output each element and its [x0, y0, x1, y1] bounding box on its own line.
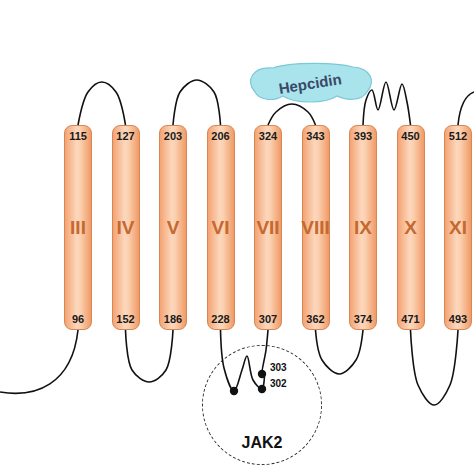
kinase-region: JAK2: [202, 345, 322, 465]
loop-connector: [126, 330, 174, 382]
helix-number: X: [404, 217, 417, 239]
helix-number: IV: [117, 217, 135, 239]
residue-number: 303: [270, 362, 287, 373]
transmembrane-helix: 203V 186: [159, 125, 187, 330]
residue-dot: [230, 387, 238, 395]
residue-number: 307: [259, 313, 277, 325]
residue-number: 512: [449, 130, 467, 142]
loop-connector: [221, 330, 269, 391]
loop-connector: [411, 330, 459, 405]
transmembrane-helix: 393IX 374: [349, 125, 377, 330]
residue-number: 362: [306, 313, 324, 325]
residue-number: 302: [270, 378, 287, 389]
residue-number: 228: [211, 313, 229, 325]
helix-number: V: [167, 217, 180, 239]
residue-number: 450: [401, 130, 419, 142]
kinase-label: JAK2: [203, 434, 321, 452]
transmembrane-helix: 127IV 152: [112, 125, 140, 330]
residue-number: 96: [72, 313, 84, 325]
residue-number: 127: [116, 130, 134, 142]
transmembrane-helix: 343VIII 362: [302, 125, 330, 330]
residue-number: 206: [211, 130, 229, 142]
transmembrane-helix: 450X 471: [397, 125, 425, 330]
residue-number: 374: [354, 313, 372, 325]
residue-dot: [258, 385, 266, 393]
transmembrane-helix: 324VII 307: [254, 125, 282, 330]
residue-number: 152: [116, 313, 134, 325]
residue-number: 393: [354, 130, 372, 142]
residue-number: 186: [164, 313, 182, 325]
residue-number: 115: [69, 130, 87, 142]
c-terminal-loop: [458, 92, 474, 125]
residue-number: 343: [306, 130, 324, 142]
transmembrane-helix: 115III 96: [64, 125, 92, 330]
helix-number: XI: [449, 217, 467, 239]
helix-number: VI: [212, 217, 230, 239]
helix-number: IX: [354, 217, 372, 239]
transmembrane-helix: 512XI 493: [444, 125, 472, 330]
n-terminal-loop: [0, 330, 78, 393]
helix-number: VII: [256, 217, 279, 239]
residue-number: 203: [164, 130, 182, 142]
helix-number: VIII: [301, 217, 330, 239]
residue-number: 324: [259, 130, 277, 142]
helix-number: III: [70, 217, 86, 239]
loop-connector: [268, 104, 316, 125]
residue-dot: [258, 370, 266, 378]
loop-connector: [363, 82, 411, 125]
ligand-blob: Hepcidin: [245, 62, 375, 104]
residue-number: 471: [401, 313, 419, 325]
transmembrane-helix: 206VI 228: [207, 125, 235, 330]
ligand-label: Hepcidin: [243, 52, 378, 114]
residue-number: 493: [449, 313, 467, 325]
loop-connector: [173, 80, 221, 125]
loop-connector: [78, 82, 126, 125]
loop-connector: [316, 330, 364, 374]
